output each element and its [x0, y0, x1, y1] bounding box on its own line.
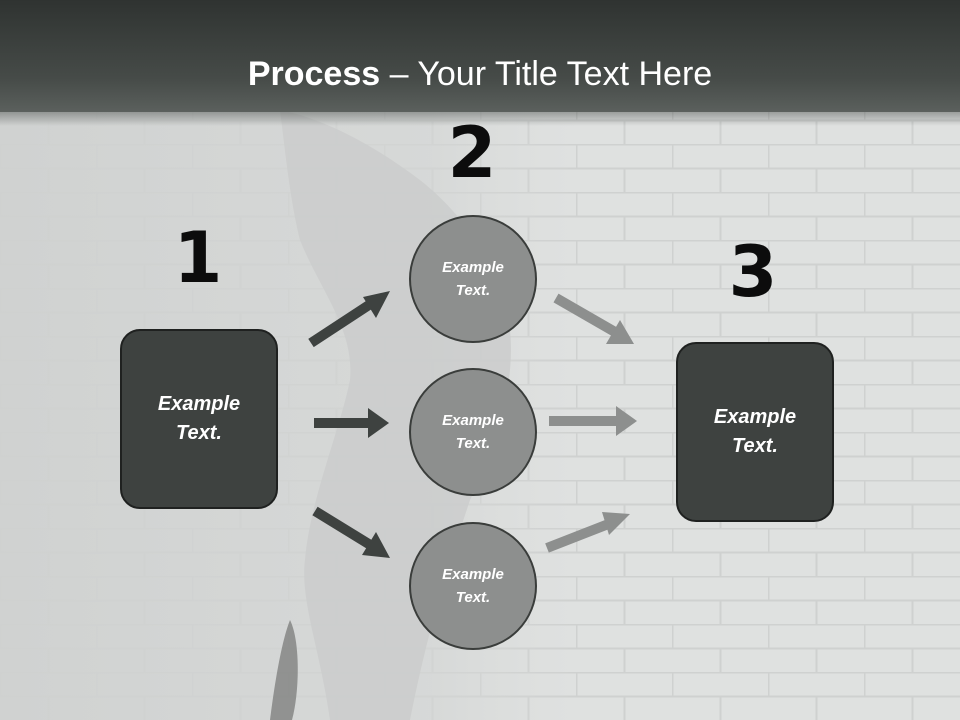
arrow-to-bottom-circle [312, 506, 390, 558]
title-bold: Process [247, 55, 381, 93]
title-bar-shadow [0, 112, 960, 126]
arrow-to-middle-circle [314, 408, 389, 438]
step-number-3: 3 [728, 231, 778, 313]
step-1-box: Example Text. [120, 329, 278, 509]
circle-top-text: Example Text. [442, 259, 504, 299]
title-rest: – Your Title Text Here [380, 55, 713, 93]
arrow-bottom-circle-to-box [545, 512, 630, 553]
circle-middle-text: Example Text. [442, 412, 504, 452]
step-number-1: 1 [173, 217, 223, 299]
step-number-2: 2 [447, 112, 497, 194]
circle-middle: Example Text. [409, 368, 537, 496]
circle-bottom-text: Example Text. [442, 566, 504, 606]
arrow-to-top-circle [308, 291, 390, 348]
slide-title: Process – Your Title Text Here [0, 52, 960, 96]
circle-top: Example Text. [409, 215, 537, 343]
step-3-box: Example Text. [676, 342, 834, 522]
arrow-middle-circle-to-box [549, 406, 637, 436]
title-bar [0, 0, 960, 112]
arrow-top-circle-to-box [553, 293, 634, 344]
step-3-text: Example Text. [713, 406, 797, 457]
circle-bottom: Example Text. [409, 522, 537, 650]
step-1-text: Example Text. [157, 393, 241, 444]
